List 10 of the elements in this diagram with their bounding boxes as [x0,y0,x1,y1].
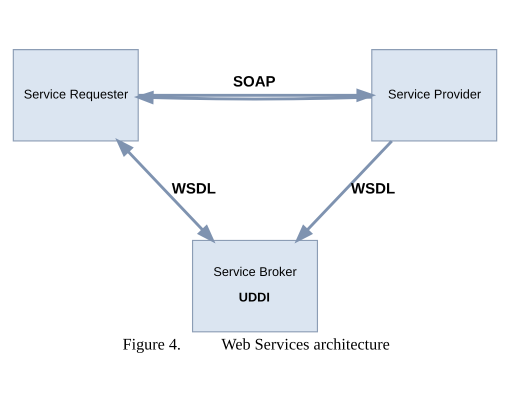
node-box: Service Requester [12,49,139,142]
edge-label: WSDL [350,180,396,198]
node-box: Service Provider [371,49,498,142]
node-box: Service Broker UDDI [192,240,318,332]
caption: Figure 4. Web Services architecture [122,336,390,354]
arrow [294,140,393,244]
edge-label: WSDL [172,180,216,198]
arrow [115,138,216,244]
edge-label: SOAP [233,74,276,91]
arrow [134,90,372,104]
